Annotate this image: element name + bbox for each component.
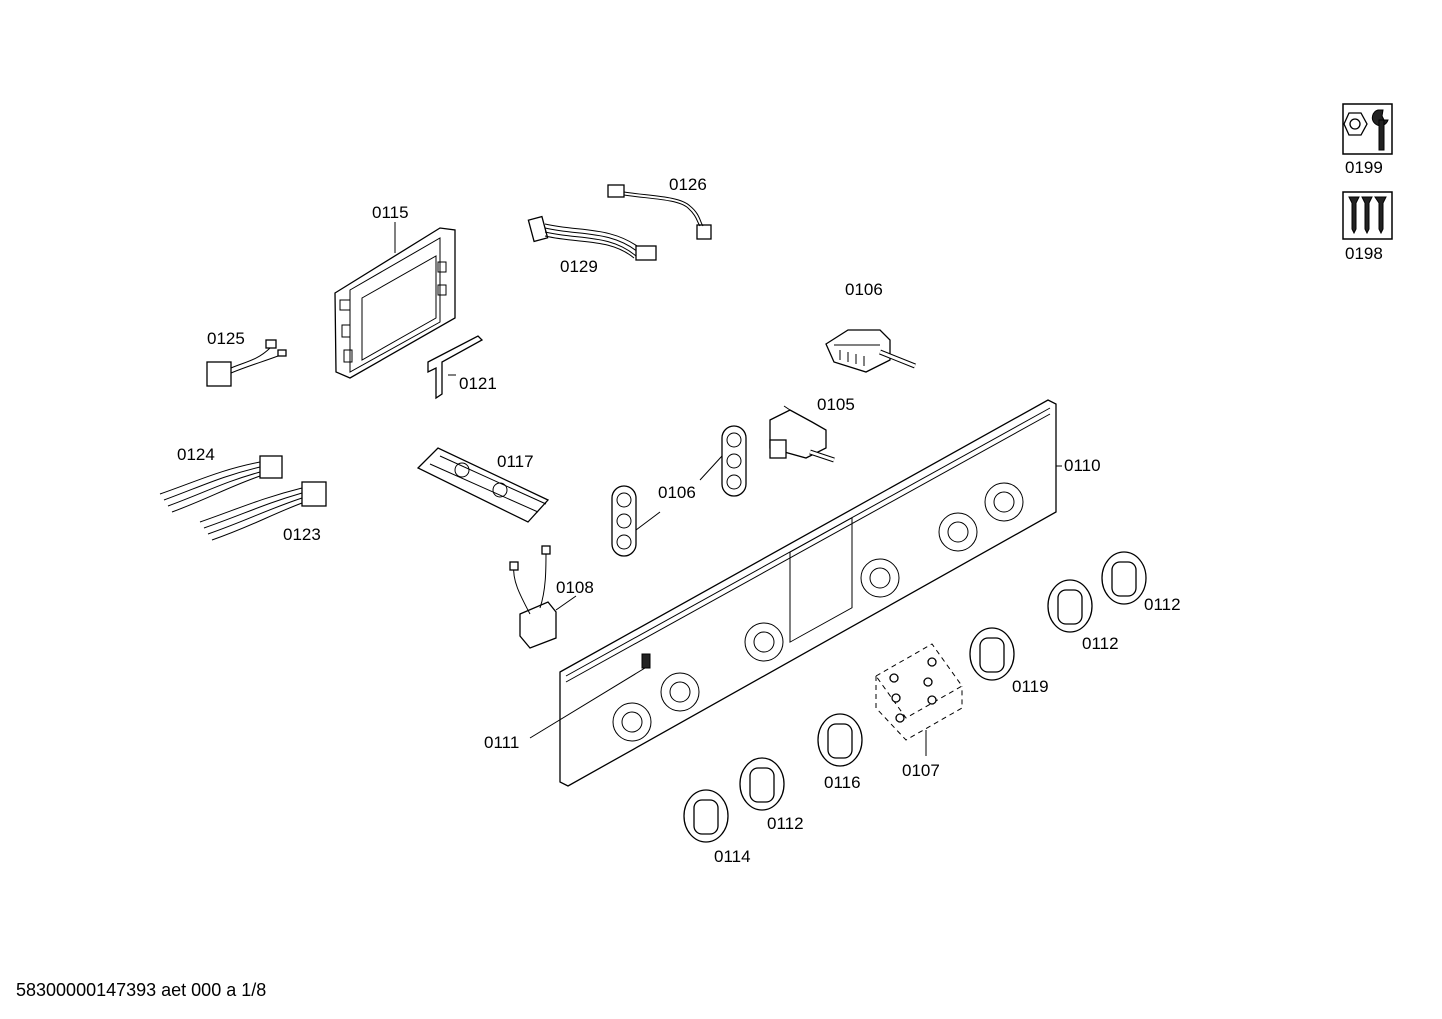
- label-0119[interactable]: 0119: [1012, 677, 1049, 696]
- leader-0111: [529, 667, 646, 739]
- label-0112-left[interactable]: 0112: [767, 814, 804, 833]
- part-0125-connector[interactable]: [206, 339, 287, 387]
- label-0108[interactable]: 0108: [556, 578, 594, 597]
- label-0121[interactable]: 0121: [459, 374, 497, 393]
- part-0119-knob[interactable]: [969, 627, 1015, 681]
- label-0114[interactable]: 0114: [714, 847, 751, 866]
- label-0110[interactable]: 0110: [1064, 456, 1101, 475]
- label-0125[interactable]: 0125: [207, 329, 245, 348]
- label-0112-right-top[interactable]: 0112: [1144, 595, 1181, 614]
- label-0123[interactable]: 0123: [283, 525, 321, 544]
- part-0107-screw-set[interactable]: [875, 643, 963, 756]
- label-0117[interactable]: 0117: [497, 452, 534, 471]
- part-0105-switch[interactable]: [769, 405, 835, 463]
- part-0116-knob[interactable]: [817, 713, 863, 767]
- part-0124-harness[interactable]: [159, 455, 283, 513]
- label-0198[interactable]: 0198: [1345, 244, 1383, 263]
- label-0129[interactable]: 0129: [560, 257, 598, 276]
- part-0108-sensor[interactable]: [509, 545, 577, 649]
- label-0105[interactable]: 0105: [817, 395, 855, 414]
- label-0124[interactable]: 0124: [177, 445, 215, 464]
- part-0117-board[interactable]: [416, 447, 550, 523]
- part-0115-module[interactable]: [334, 222, 456, 379]
- part-0126-cable[interactable]: [607, 184, 712, 240]
- part-0112-knob-right-mid[interactable]: [1047, 579, 1093, 633]
- label-0112-right-mid[interactable]: 0112: [1082, 634, 1119, 653]
- part-0110-control-panel[interactable]: [559, 399, 1062, 787]
- label-0107[interactable]: 0107: [902, 761, 940, 780]
- label-0199[interactable]: 0199: [1345, 158, 1383, 177]
- label-0111[interactable]: 0111: [484, 733, 519, 752]
- part-0121-bracket[interactable]: [427, 335, 484, 400]
- part-0129-cable[interactable]: [527, 215, 657, 261]
- part-0112-knob-right-top[interactable]: [1101, 551, 1147, 605]
- label-0106-mid[interactable]: 0106: [658, 483, 696, 502]
- part-0106-switch-top[interactable]: [825, 329, 916, 373]
- part-0114-knob[interactable]: [683, 789, 729, 843]
- part-0112-knob-left[interactable]: [739, 757, 785, 811]
- wrench-nut-icon[interactable]: [1342, 103, 1393, 155]
- label-0115[interactable]: 0115: [372, 203, 409, 222]
- label-0126[interactable]: 0126: [669, 175, 707, 194]
- part-0123-harness[interactable]: [199, 481, 327, 541]
- part-0106-light-guides[interactable]: [611, 425, 747, 557]
- screws-icon[interactable]: [1342, 191, 1393, 240]
- label-0116[interactable]: 0116: [824, 773, 861, 792]
- document-footer: 58300000147393 aet 000 a 1/8: [16, 980, 267, 1000]
- label-0106-top[interactable]: 0106: [845, 280, 883, 299]
